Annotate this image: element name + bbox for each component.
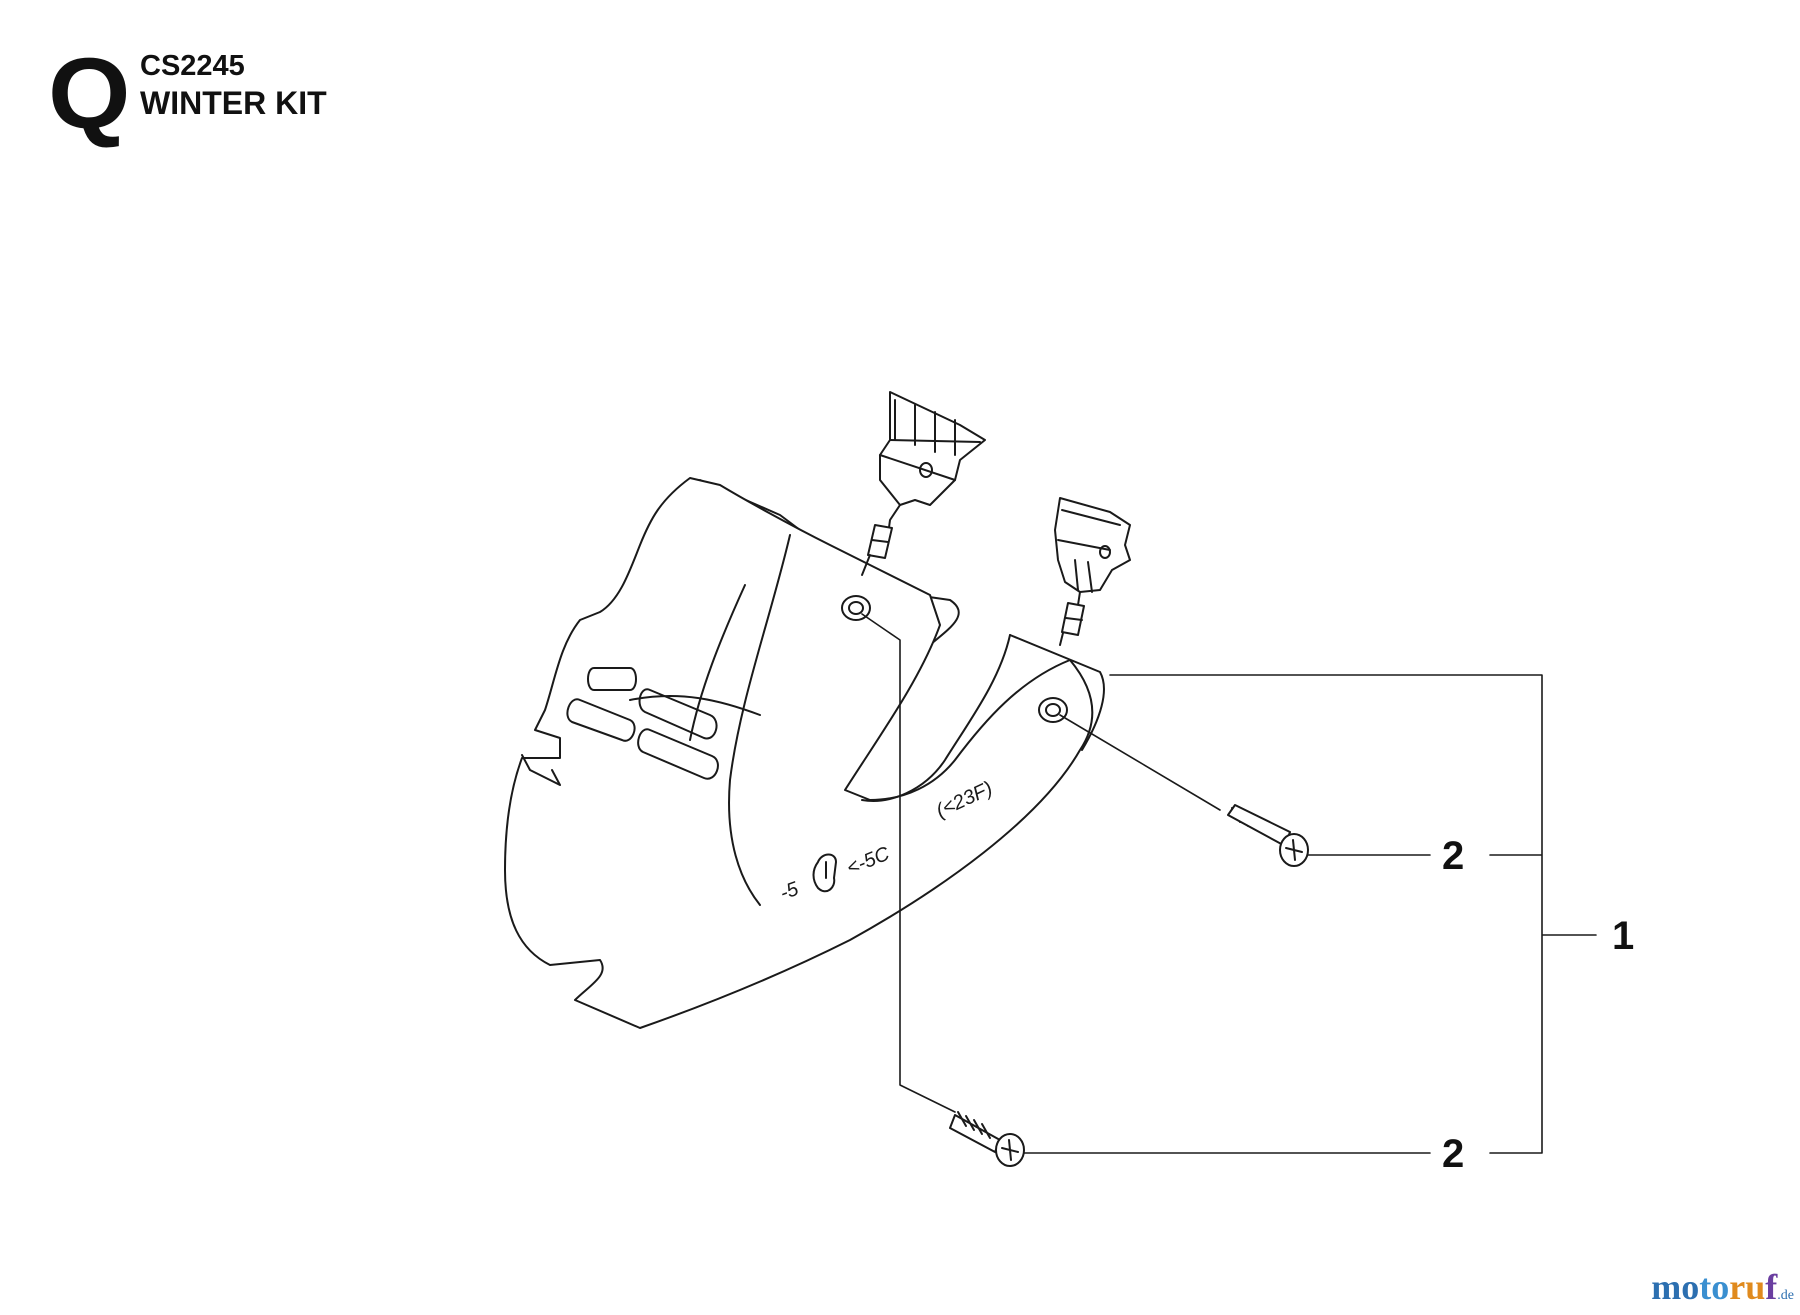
- watermark-part-3: ru: [1729, 1267, 1766, 1307]
- watermark-part-2: to: [1699, 1267, 1730, 1307]
- watermark-part-1: mo: [1651, 1267, 1700, 1307]
- leader-hole-right-to-screw-upper: [1059, 714, 1221, 811]
- winter-kit-cover-plate: [504, 477, 1105, 1029]
- model-number: CS2245: [140, 50, 245, 82]
- callout-kit: 1: [1612, 914, 1635, 958]
- watermark-part-4: f: [1765, 1267, 1778, 1307]
- section-letter: Q: [48, 38, 130, 150]
- vent-slots: [566, 667, 761, 780]
- leader-lines: [861, 613, 1597, 1154]
- watermark-logo: motoruf.de: [1651, 1269, 1794, 1305]
- connector-plug-right: [1054, 497, 1131, 646]
- thermometer-icon: [812, 853, 837, 893]
- screw-hole-right: [1038, 697, 1068, 723]
- leader-hole-left-to-screw-lower: [861, 613, 956, 1113]
- connector-plug-left: [861, 391, 986, 576]
- bracket-kit: [1109, 674, 1597, 1154]
- screw-upper: [1227, 804, 1309, 867]
- screw-lower: [949, 1111, 1025, 1167]
- callout-screw-lower: 2: [1442, 1132, 1465, 1176]
- kit-title: WINTER KIT: [140, 85, 327, 121]
- watermark-tld: .de: [1777, 1288, 1794, 1303]
- callout-screw-upper: 2: [1442, 834, 1465, 878]
